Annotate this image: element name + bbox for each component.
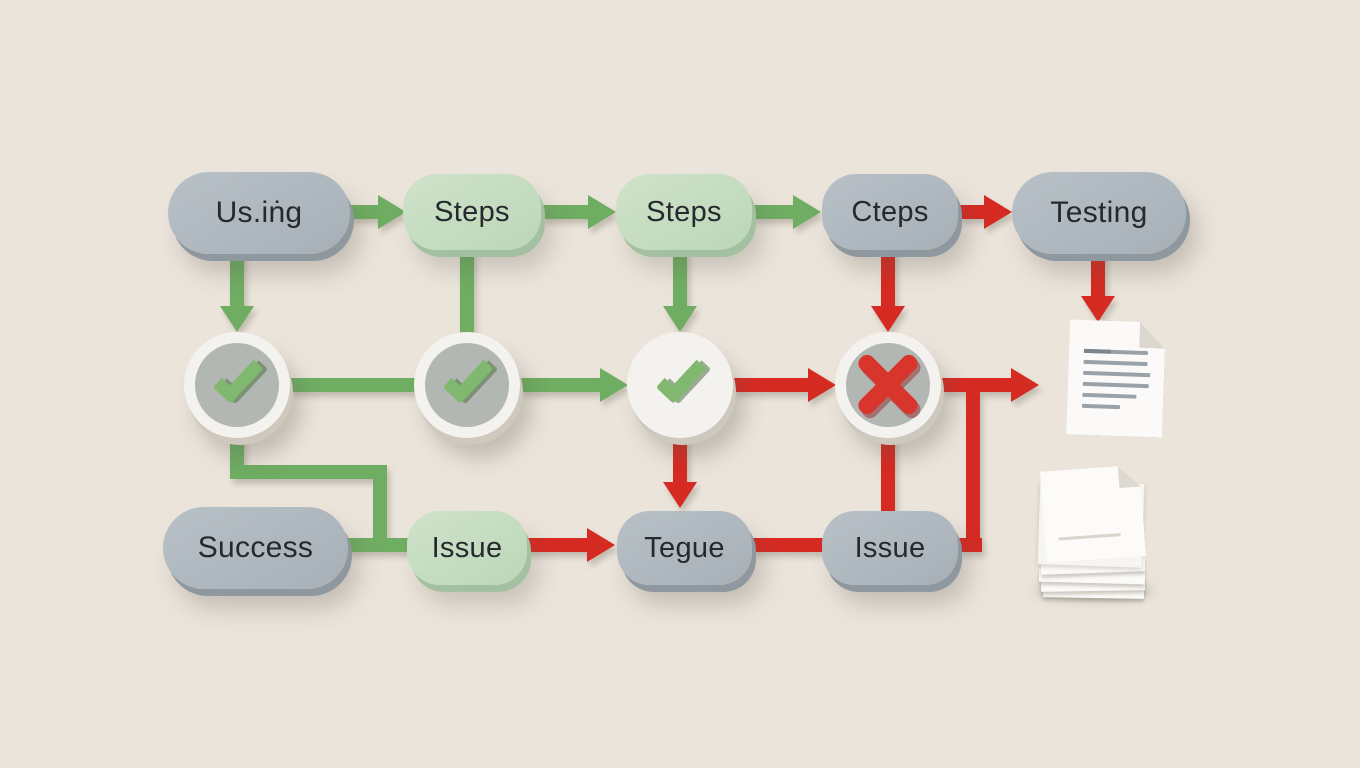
arrowhead-using-check1: [220, 306, 254, 332]
connector-steps1-check2: [460, 250, 474, 338]
connector-check3-cross: [733, 378, 808, 392]
arrowhead-testing-document: [1081, 296, 1115, 322]
connector-steps1-steps2: [541, 205, 588, 219]
arrowhead-check3-cross: [808, 368, 836, 402]
node-tegue: Tegue: [617, 511, 752, 585]
node-steps-2-label: Steps: [646, 195, 722, 228]
document-line: [1084, 349, 1148, 355]
arrowhead-cteps-cross: [871, 306, 905, 332]
node-testing-label: Testing: [1050, 196, 1148, 229]
node-success-label: Success: [197, 531, 314, 564]
connector-check1-check2: [290, 378, 416, 392]
check-icon: [212, 352, 264, 404]
status-circle-2: [414, 332, 520, 438]
connector-check1-elbow-across: [230, 465, 387, 479]
node-success: Success: [163, 507, 348, 589]
status-circle-1: [184, 332, 290, 438]
connector-check3-tegue: [673, 430, 687, 482]
node-tegue-label: Tegue: [644, 531, 725, 564]
arrowhead-cteps-testing: [984, 195, 1012, 229]
arrowhead-cross-document: [1011, 368, 1039, 402]
status-circle-3: [627, 332, 733, 438]
connector-tegue-issue2: [750, 538, 824, 552]
document-line: [1082, 404, 1120, 409]
paper-fold: [1118, 465, 1141, 488]
node-using: Us.iṅg: [168, 172, 350, 254]
check-icon: [655, 352, 707, 404]
node-issue-gray: Issue: [822, 511, 958, 585]
arrowhead-issue1-tegue: [587, 528, 615, 562]
arrowhead-check3-tegue: [663, 482, 697, 508]
node-issue-green: Issue: [407, 511, 527, 585]
status-circle-1-face: [195, 343, 279, 427]
connector-branch-down: [966, 385, 980, 552]
status-circle-4-face: [846, 343, 930, 427]
check-icon: [442, 352, 494, 404]
node-cteps-label: Cteps: [851, 195, 929, 228]
arrowhead-using-steps1: [378, 195, 406, 229]
connector-issue1-tegue: [525, 538, 587, 552]
node-cteps: Cteps: [822, 174, 958, 250]
status-circle-3-face: [638, 343, 722, 427]
cross-icon: [853, 350, 923, 420]
connector-using-check1: [230, 252, 244, 306]
connector-using-steps1: [348, 205, 378, 219]
node-steps-1-label: Steps: [434, 195, 510, 228]
document-line: [1083, 360, 1147, 366]
document-icon: [1066, 319, 1166, 437]
arrowhead-steps2-cteps: [793, 195, 821, 229]
paper-stack-icon: [1034, 466, 1156, 604]
arrowhead-steps2-check3: [663, 306, 697, 332]
node-steps-1: Steps: [403, 174, 541, 250]
connector-check2-check3: [520, 378, 600, 392]
connector-steps2-check3: [673, 250, 687, 306]
connector-branch-issue2: [956, 538, 982, 552]
arrowhead-steps1-steps2: [588, 195, 616, 229]
document-line: [1083, 382, 1149, 388]
node-issue-green-label: Issue: [431, 531, 503, 564]
status-circle-4: [835, 332, 941, 438]
document-line: [1083, 371, 1150, 377]
paper-sheet-top: [1040, 465, 1146, 564]
node-steps-2: Steps: [616, 174, 752, 250]
document-line: [1082, 393, 1136, 399]
arrowhead-check2-check3: [600, 368, 628, 402]
connector-cteps-testing: [958, 205, 984, 219]
node-using-label: Us.iṅg: [215, 196, 303, 229]
status-circle-2-face: [425, 343, 509, 427]
node-testing: Testing: [1012, 172, 1186, 254]
connector-cteps-cross: [881, 250, 895, 306]
node-issue-gray-label: Issue: [854, 531, 926, 564]
connector-cross-issue2: [881, 430, 895, 512]
paper-crease: [1059, 533, 1121, 540]
connector-testing-document: [1091, 254, 1105, 296]
connector-check1-elbow-drop: [373, 465, 387, 552]
connector-steps2-cteps: [752, 205, 793, 219]
connector-success-issue: [346, 538, 409, 552]
